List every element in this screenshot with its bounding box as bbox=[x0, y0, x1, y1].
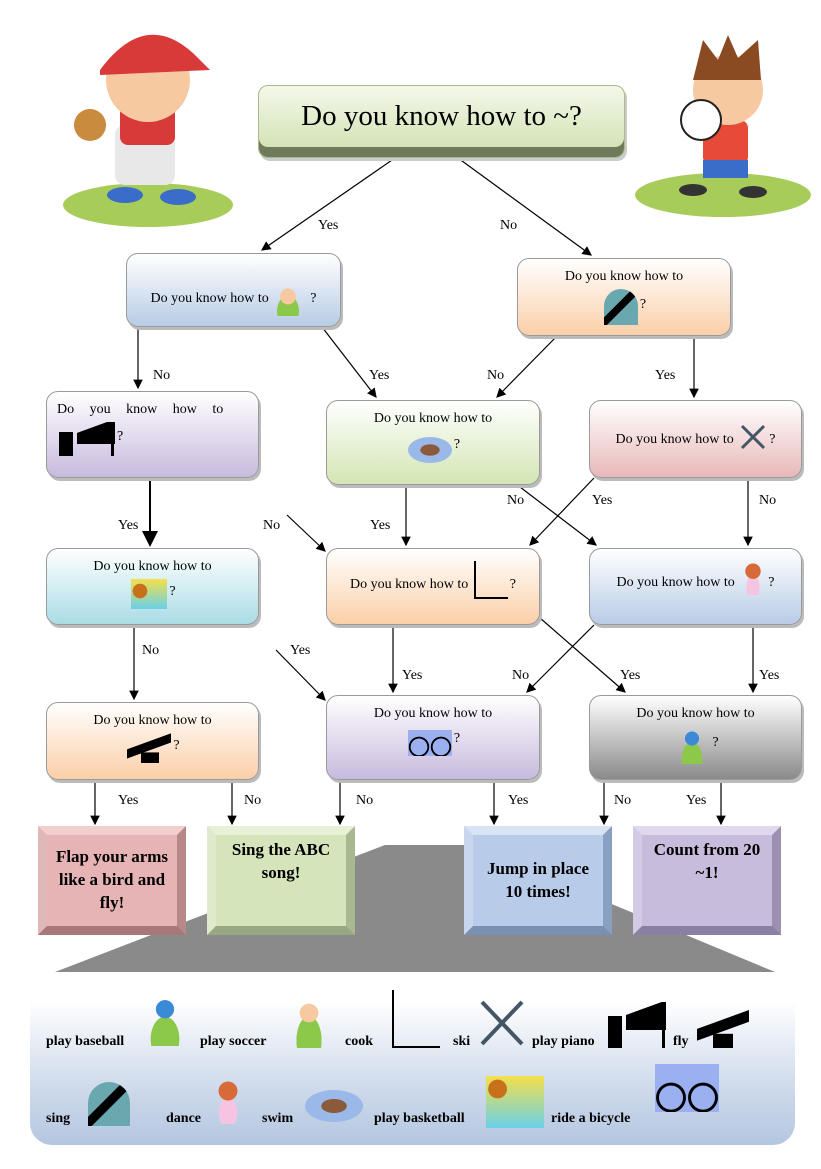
baseball-icon bbox=[140, 1000, 190, 1046]
arrows bbox=[90, 157, 758, 826]
question-mark: ? bbox=[169, 584, 176, 600]
legend-item: play baseball bbox=[46, 1034, 125, 1049]
question-text: Do you know how to bbox=[93, 559, 212, 574]
baseball-kid-illustration bbox=[63, 34, 233, 227]
question-mark: ? bbox=[768, 575, 775, 591]
sing-icon bbox=[88, 1082, 130, 1126]
branch-label: Yes bbox=[118, 793, 139, 808]
bicycle-icon bbox=[655, 1064, 719, 1112]
trapezoid-backdrop bbox=[55, 845, 775, 972]
fly-icon bbox=[127, 733, 172, 763]
result-fly: Flap your arms like a bird and fly! bbox=[38, 826, 186, 935]
question-mark: ? bbox=[117, 429, 124, 445]
branch-label: Yes bbox=[508, 793, 529, 808]
question-box-soccer: Do you know how to ? bbox=[126, 253, 341, 327]
baseball-icon bbox=[674, 730, 711, 764]
legend-item: play soccer bbox=[200, 1034, 267, 1049]
question-mark: ? bbox=[712, 735, 719, 751]
bicycle-icon bbox=[407, 730, 452, 756]
legend-item: play piano bbox=[532, 1034, 595, 1049]
question-box-sing: Do you know how to? bbox=[517, 258, 731, 336]
branch-label: No bbox=[142, 643, 160, 658]
soccer-icon bbox=[270, 286, 305, 316]
legend-item: ski bbox=[453, 1034, 471, 1049]
branch-label: No bbox=[487, 368, 505, 383]
question-text: Do you know how to bbox=[150, 291, 269, 307]
question-mark: ? bbox=[173, 738, 180, 754]
question-box-swim: Do you know how to? bbox=[326, 400, 540, 485]
result-jump: Jump in place 10 times! bbox=[464, 826, 612, 935]
result-sing: Sing the ABC song! bbox=[207, 826, 355, 935]
ski-icon bbox=[741, 424, 766, 450]
branch-label: No bbox=[512, 668, 530, 683]
question-mark: ? bbox=[310, 291, 317, 307]
question-mark: ? bbox=[453, 437, 461, 453]
question-text: Do you know how to bbox=[373, 411, 493, 426]
question-mark: ? bbox=[639, 297, 647, 313]
dance-icon bbox=[740, 561, 767, 595]
legend-item: ride a bicycle bbox=[551, 1111, 631, 1126]
legend-item: sing bbox=[46, 1111, 71, 1126]
question-text: Do you know how to bbox=[373, 706, 493, 721]
branch-label: Yes bbox=[620, 668, 641, 683]
branch-label: No bbox=[500, 218, 518, 233]
branch-label: Yes bbox=[369, 368, 390, 383]
piano-icon bbox=[608, 1002, 666, 1048]
question-mark: ? bbox=[453, 731, 461, 747]
branch-label: No bbox=[614, 793, 632, 808]
legend-item: dance bbox=[166, 1111, 201, 1126]
question-box-ski: Do you know how to ? bbox=[589, 400, 802, 478]
question-text: Do you know how to bbox=[636, 706, 755, 721]
cook-icon bbox=[392, 990, 440, 1048]
question-box-dance: Do you know how to ? bbox=[589, 548, 802, 625]
question-text: Do you know how to bbox=[57, 402, 224, 417]
question-mark: ? bbox=[509, 577, 516, 593]
page-title: Do you know how to ~? bbox=[258, 85, 625, 158]
legend-item: cook bbox=[345, 1034, 373, 1049]
basketball-icon bbox=[131, 579, 168, 609]
branch-label: Yes bbox=[655, 368, 676, 383]
legend-item: swim bbox=[262, 1111, 294, 1126]
legend-item: fly bbox=[673, 1034, 689, 1049]
branch-label: No bbox=[356, 793, 374, 808]
soccer-kid-illustration bbox=[635, 35, 811, 217]
dance-icon bbox=[208, 1080, 248, 1124]
ski-icon bbox=[480, 1000, 524, 1046]
result-count: Count from 20 ~1! bbox=[633, 826, 781, 935]
question-text: Do you know how to bbox=[93, 713, 212, 728]
question-text: Do you know how to bbox=[616, 575, 735, 591]
question-mark: ? bbox=[769, 432, 776, 448]
branch-label: No bbox=[153, 368, 171, 383]
question-box-cook: Do you know how to ? bbox=[326, 548, 540, 625]
basketball-icon bbox=[486, 1076, 544, 1128]
question-text: Do you know how to bbox=[564, 269, 684, 284]
sing-icon bbox=[603, 289, 638, 325]
cook-icon bbox=[473, 561, 508, 599]
branch-label: Yes bbox=[370, 518, 391, 533]
question-box-fly: Do you know how to? bbox=[46, 702, 259, 780]
branch-label: No bbox=[759, 493, 777, 508]
swim-icon bbox=[407, 437, 452, 463]
question-box-basketball: Do you know how to? bbox=[46, 548, 259, 625]
piano-icon bbox=[59, 422, 115, 456]
swim-icon bbox=[305, 1090, 363, 1122]
fly-icon bbox=[697, 1008, 749, 1048]
question-text: Do you know how to bbox=[615, 432, 734, 448]
question-box-baseball: Do you know how to? bbox=[589, 695, 802, 780]
branch-label: Yes bbox=[402, 668, 423, 683]
branch-label: Yes bbox=[118, 518, 139, 533]
branch-label: Yes bbox=[759, 668, 780, 683]
soccer-icon bbox=[287, 998, 331, 1048]
branch-label: No bbox=[263, 518, 281, 533]
branch-label: Yes bbox=[318, 218, 339, 233]
legend-item: play basketball bbox=[374, 1111, 465, 1126]
branch-label: Yes bbox=[686, 793, 707, 808]
question-text: Do you know how to bbox=[350, 577, 469, 593]
branch-label: Yes bbox=[592, 493, 613, 508]
branch-label: No bbox=[244, 793, 262, 808]
question-box-bicycle: Do you know how to? bbox=[326, 695, 540, 780]
branch-label: No bbox=[507, 493, 525, 508]
question-box-piano: Do you know how to? bbox=[46, 391, 259, 478]
branch-label: Yes bbox=[290, 643, 311, 658]
